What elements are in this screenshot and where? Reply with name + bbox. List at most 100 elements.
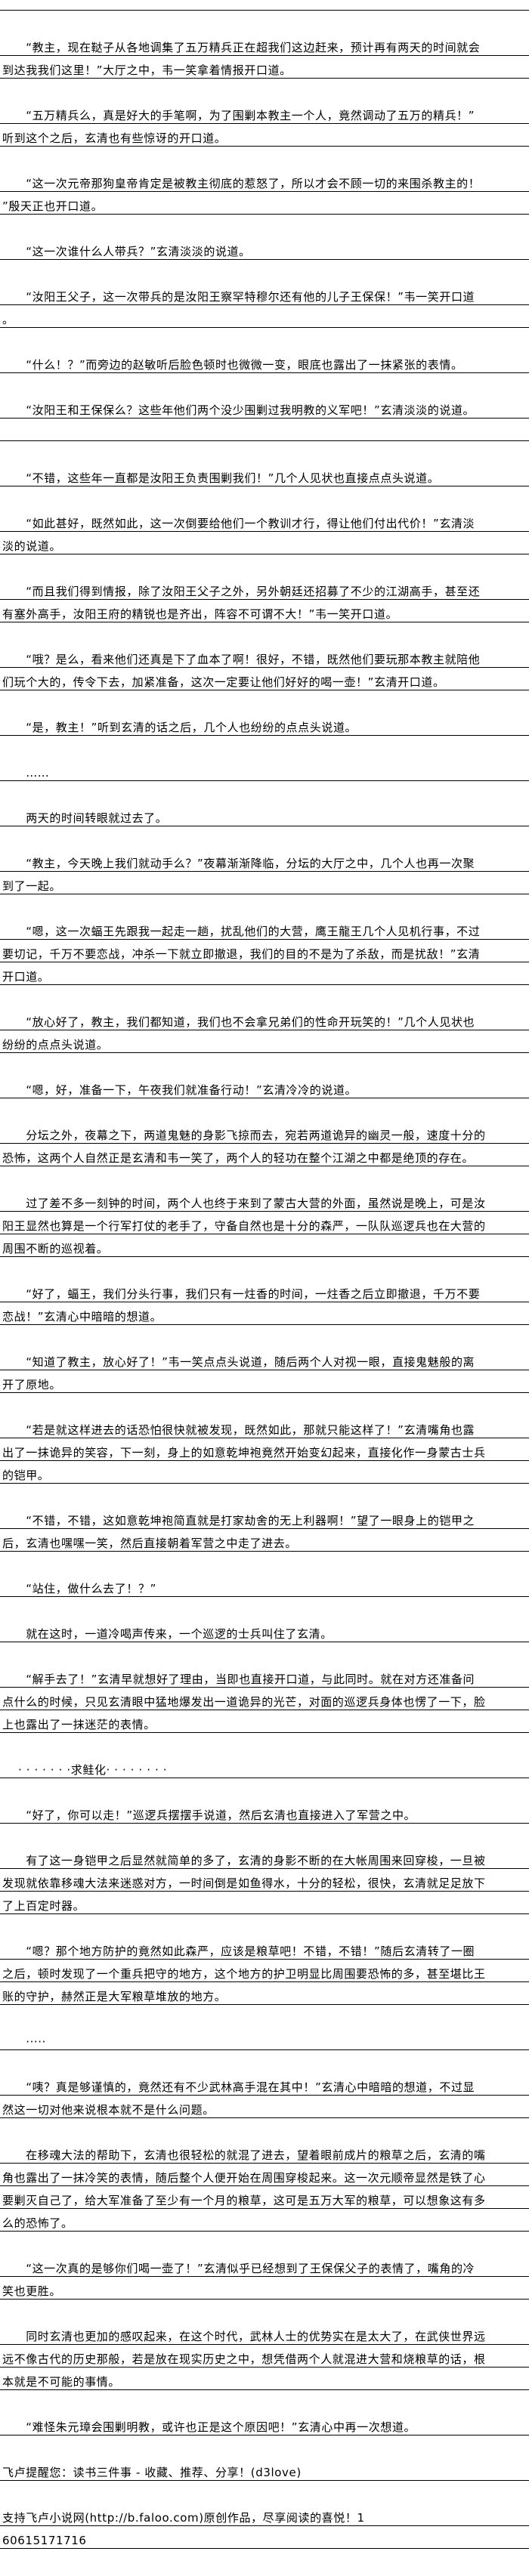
text-line: “而且我们得到情报，除了汝阳王父子之外，另外朝廷还招募了不少的江湖高手，甚至还 [0, 577, 529, 600]
text-line: 周围不断的巡视着。 [0, 1234, 529, 1257]
text-line: “好了，你可以走！”巡逻兵摆摆手说道，然后玄清也直接进入了军营之中。 [0, 1801, 529, 1824]
paragraph: “好了，蝠王，我们分头行事，我们只有一炷香的时间，一炷香之后立即撤退，千万不要恋… [0, 1280, 529, 1325]
paragraph: “不错，不错，这如意乾坤袍简直就是打家劫舍的无上利器啊！”望了一眼身上的铠甲之后… [0, 1506, 529, 1552]
paragraph: “咦？真是够谨慎的，竟然还有不少武林高手混在其中！”玄清心中暗暗的想道，不过显然… [0, 2073, 529, 2118]
text-line: 之后，顿时发现了一个重兵把守的地方，这个地方的护卫明显比周围要恐怖的多，甚至堪比… [0, 1960, 529, 1982]
paragraph: 在移魂大法的帮助下，玄清也很轻松的就混了进去，望着眼前成片的粮草之后，玄清的嘴角… [0, 2141, 529, 2232]
line-text: “而且我们得到情报，除了汝阳王父子之外，另外朝廷还招募了不少的江湖高手，甚至还 [2, 585, 481, 598]
text-line: ····· [0, 2028, 529, 2050]
line-text: “如此甚好，既然如此，这一次倒要给他们一个教训才行，得让他们付出代价！”玄清淡 [2, 517, 475, 530]
text-line: “教主，今天晚上我们就动手么？”夜幕渐渐降临，分坛的大厅之中，几个人也再一次聚 [0, 849, 529, 872]
paragraph: “而且我们得到情报，除了汝阳王父子之外，另外朝廷还招募了不少的江湖高手，甚至还有… [0, 577, 529, 622]
line-text: …… [2, 766, 50, 780]
paragraph: “嗯，这一次蝠王先跟我一起走一趟，扰乱他们的大营，鹰王龍王几个人见机行事，不过要… [0, 917, 529, 985]
code-text: 60615171716 [2, 2534, 87, 2547]
text-line: 有了这一身铠甲之后显然就简单的多了，玄清的身影不断的在大帐周围来回穿梭，一旦被 [0, 1846, 529, 1869]
line-text: 角也露出了一抹冷笑的表情，随后整个人便开始在周围穿梭起来。这一次元顺帝显然是铁了… [2, 2171, 486, 2185]
line-text: 。 [2, 313, 14, 326]
paragraph: “若是就这样进去的话恐怕很快就被发现，既然如此，那就只能这样了！”玄清嘴角也露出… [0, 1416, 529, 1484]
text-line: 就在这时，一道冷喝声传来，一个巡逻的士兵叫住了玄清。 [0, 1620, 529, 1642]
line-text: “嗯，好，准备一下，午夜我们就准备行动！”玄清冷冷的说道。 [2, 1083, 357, 1097]
line-text: ····· [2, 2035, 47, 2049]
line-text: 淡的说道。 [2, 539, 62, 553]
line-text: 们玩个大的，传令下去，加紧准备，这次一定要让他们好好的喝一壶！”玄清开口道。 [2, 675, 445, 689]
paragraph: “教主，现在鞑子从各地调集了五万精兵正在超我们这边赶来，预计再有两天的时间就会到… [0, 33, 529, 79]
paragraph: “放心好了，教主，我们都知道，我们也不会拿兄弟们的性命开玩笑的！”几个人见状也纷… [0, 1008, 529, 1053]
text-line: 支持飞卢小说网(http://b.faloo.com)原创作品，尽享阅读的喜悦！… [0, 2503, 529, 2526]
text-line: 然这一切对他来说根本就不是什么问题。 [0, 2096, 529, 2118]
paragraph: ····· [0, 2028, 529, 2050]
text-line: 过了差不多一刻钟的时间，两个人也终于来到了蒙古大营的外面，虽然说是晚上，可是汝 [0, 1189, 529, 1212]
text-line: “不错，不错，这如意乾坤袍简直就是打家劫舍的无上利器啊！”望了一眼身上的铠甲之 [0, 1506, 529, 1529]
line-text: “什么！？”而旁边的赵敏听后脸色顿时也微微一变，眼底也露出了一抹紧张的表情。 [2, 358, 463, 372]
text-line: 本就是不可能的事情。 [0, 2368, 529, 2390]
line-text: “嗯，这一次蝠王先跟我一起走一趟，扰乱他们的大营，鹰王龍王几个人见机行事，不过 [2, 925, 481, 938]
line-text: “汝阳王和王保保么？这些年他们两个没少围剿过我明教的义军吧！”玄清淡淡的说道。 [2, 403, 475, 417]
paragraph: “这一次元帝那狗皇帝肯定是被教主彻底的惹怒了，所以才会不顾一切的来围杀教主的！ ”… [0, 169, 529, 215]
line-text: “好了，蝠王，我们分头行事，我们只有一炷香的时间，一炷香之后立即撤退，千万不要 [2, 1287, 481, 1301]
line-text: 后，玄清也嘿嘿一笑，然后直接朝着军营之中走了进去。 [2, 1537, 298, 1550]
line-text: 笑也更胜。 [2, 2284, 62, 2298]
line-text: 恋战！”玄清心中暗暗的想道。 [2, 1310, 162, 1324]
text-line: 远不像古代的历史那般，若是放在现实历史之中，想凭借两个人就混进大营和烧粮草的话，… [0, 2345, 529, 2368]
text-line: 飞卢提醒您：读书三件事 - 收藏、推荐、分享！(d3love) [0, 2458, 529, 2481]
line-text: “这一次谁什么人带兵？”玄清淡淡的说道。 [2, 245, 251, 258]
line-text: “是，教主！”听到玄清的话之后，几个人也纷纷的点点头说道。 [2, 721, 357, 734]
text-line: 开口道。 [0, 962, 529, 985]
line-text: 在移魂大法的帮助下，玄清也很轻松的就混了进去，望着眼前成片的粮草之后，玄清的嘴 [2, 2148, 486, 2162]
line-text: 的铠甲。 [2, 1469, 50, 1482]
paragraph: “汝阳王和王保保么？这些年他们两个没少围剿过我明教的义军吧！”玄清淡淡的说道。 [0, 396, 529, 441]
paragraph: “如此甚好，既然如此，这一次倒要给他们一个教训才行，得让他们付出代价！”玄清淡淡… [0, 509, 529, 554]
line-text: 点什么的时候，只见玄清眼中猛地爆发出一道诡异的光芒，对面的巡逻兵身体也愣了一下，… [2, 1695, 486, 1709]
line-text: 周围不断的巡视着。 [2, 1242, 109, 1256]
text-line: 了上百定时器。 [0, 1892, 529, 1914]
text-line: “哦？是么，看来他们还真是下了血本了啊！很好，不错，既然他们要玩那本教主就陪他 [0, 645, 529, 668]
text-line: “教主，现在鞑子从各地调集了五万精兵正在超我们这边赶来，预计再有两天的时间就会 [0, 33, 529, 56]
line-text: ”殷天正也开口道。 [2, 199, 104, 213]
line-text: “咦？真是够谨慎的，竟然还有不少武林高手混在其中！”玄清心中暗暗的想道，不过显 [2, 2080, 475, 2094]
paragraph: 同时玄清也更加的感叹起来，在这个时代，武林人士的优势实在是太大了，在武侠世界远远… [0, 2322, 529, 2390]
chapter-body: “教主，现在鞑子从各地调集了五万精兵正在超我们这边赶来，预计再有两天的时间就会到… [0, 33, 529, 2435]
text-line: …… [0, 758, 529, 781]
line-text: 上也露出了一抹迷茫的表情。 [2, 1718, 156, 1731]
text-line: 同时玄清也更加的感叹起来，在这个时代，武林人士的优势实在是太大了，在武侠世界远 [0, 2322, 529, 2345]
paragraph: “五万精兵么，真是好大的手笔啊，为了围剿本教主一个人，竟然调动了五万的精兵！”听… [0, 101, 529, 147]
text-line: 到达我我们这里！”大厅之中，韦一笑拿着情报开口道。 [0, 56, 529, 79]
line-text: “哦？是么，看来他们还真是下了血本了啊！很好，不错，既然他们要玩那本教主就陪他 [2, 653, 481, 666]
line-text: “知道了教主，放心好了！”韦一笑点点头说道，随后两个人对视一眼，直接鬼魅般的离 [2, 1355, 475, 1369]
footer-reminder: 飞卢提醒您：读书三件事 - 收藏、推荐、分享！(d3love) [0, 2458, 529, 2481]
line-text: “解手去了！”玄清早就想好了理由，当即也直接开口道，与此同时。就在对方还准备问 [2, 1673, 475, 1686]
line-text: 要切记，千万不要恋战，冲杀一下就立即撤退，我们的目的不是为了杀敌，而是扰敌！”玄… [2, 947, 481, 961]
paragraph: “难怪朱元璋会围剿明教，或许也正是这个原因吧！”玄清心中再一次想道。 [0, 2413, 529, 2435]
text-line: “难怪朱元璋会围剿明教，或许也正是这个原因吧！”玄清心中再一次想道。 [0, 2413, 529, 2435]
line-text: “站住，做什么去了！？” [2, 1582, 156, 1595]
text-line: 在移魂大法的帮助下，玄清也很轻松的就混了进去，望着眼前成片的粮草之后，玄清的嘴 [0, 2141, 529, 2164]
line-text: 然这一切对他来说根本就不是什么问题。 [2, 2103, 215, 2117]
line-text: “教主，今天晚上我们就动手么？”夜幕渐渐降临，分坛的大厅之中，几个人也再一次聚 [2, 857, 475, 870]
paragraph: “嗯，好，准备一下，午夜我们就准备行动！”玄清冷冷的说道。 [0, 1076, 529, 1098]
text-line: 出了一抹诡异的笑容，下一刻，身上的如意乾坤袍竟然开始变幻起来，直接化作一身蒙古士… [0, 1438, 529, 1461]
line-text: 有了这一身铠甲之后显然就简单的多了，玄清的身影不断的在大帐周围来回穿梭，一旦被 [2, 1854, 486, 1867]
text-line [0, 419, 529, 441]
text-line: “什么！？”而旁边的赵敏听后脸色顿时也微微一变，眼底也露出了一抹紧张的表情。 [0, 351, 529, 373]
line-text: 有塞外高手，汝阳王府的精锐也是齐出，阵容不可谓不大！”韦一笑开口道。 [2, 607, 398, 621]
text-line: 恋战！”玄清心中暗暗的想道。 [0, 1302, 529, 1325]
paragraph: “不错，这些年一直都是汝阳王负责围剿我们！”几个人见状也直接点点头说道。 [0, 464, 529, 486]
line-text: “不错，不错，这如意乾坤袍简直就是打家劫舍的无上利器啊！”望了一眼身上的铠甲之 [2, 1514, 475, 1527]
text-line: 分坛之外，夜幕之下，两道鬼魅的身影飞掠而去，宛若两道诡异的幽灵一般，速度十分的 [0, 1121, 529, 1144]
text-line: “嗯？那个地方防护的竟然如此森严，应该是粮草吧！不错，不错！”随后玄清转了一圈 [0, 1937, 529, 1960]
line-text: “这一次元帝那狗皇帝肯定是被教主彻底的惹怒了，所以才会不顾一切的来围杀教主的！ [2, 177, 481, 190]
reminder-text: 飞卢提醒您：读书三件事 - 收藏、推荐、分享！(d3love) [2, 2466, 302, 2479]
text-line: 上也露出了一抹迷茫的表情。 [0, 1710, 529, 1733]
line-text: 么的恐怖了。 [2, 2216, 73, 2230]
paragraph: “汝阳王父子，这一次带兵的是汝阳王察罕特穆尔还有他的儿子王保保！”韦一笑开口道。 [0, 283, 529, 328]
text-line: · · · · · · ·求鲑化· · · · · · · · [0, 1756, 529, 1778]
line-text: 开口道。 [2, 970, 50, 984]
line-text: 发现就依靠移魂大法来迷惑对方，一时间倒是如鱼得水，十分的轻松，很快，玄清就足足放… [2, 1876, 486, 1890]
line-text: “难怪朱元璋会围剿明教，或许也正是这个原因吧！”玄清心中再一次想道。 [2, 2420, 416, 2434]
paragraph: 两天的时间转眼就过去了。 [0, 804, 529, 826]
line-text: “五万精兵么，真是好大的手笔啊，为了围剿本教主一个人，竟然调动了五万的精兵！” [2, 109, 475, 122]
paragraph: “解手去了！”玄清早就想好了理由，当即也直接开口道，与此同时。就在对方还准备问点… [0, 1665, 529, 1733]
line-text: “不错，这些年一直都是汝阳王负责围剿我们！”几个人见状也直接点点头说道。 [2, 471, 440, 485]
line-text: 出了一抹诡异的笑容，下一刻，身上的如意乾坤袍竟然开始变幻起来，直接化作一身蒙古士… [2, 1446, 486, 1459]
